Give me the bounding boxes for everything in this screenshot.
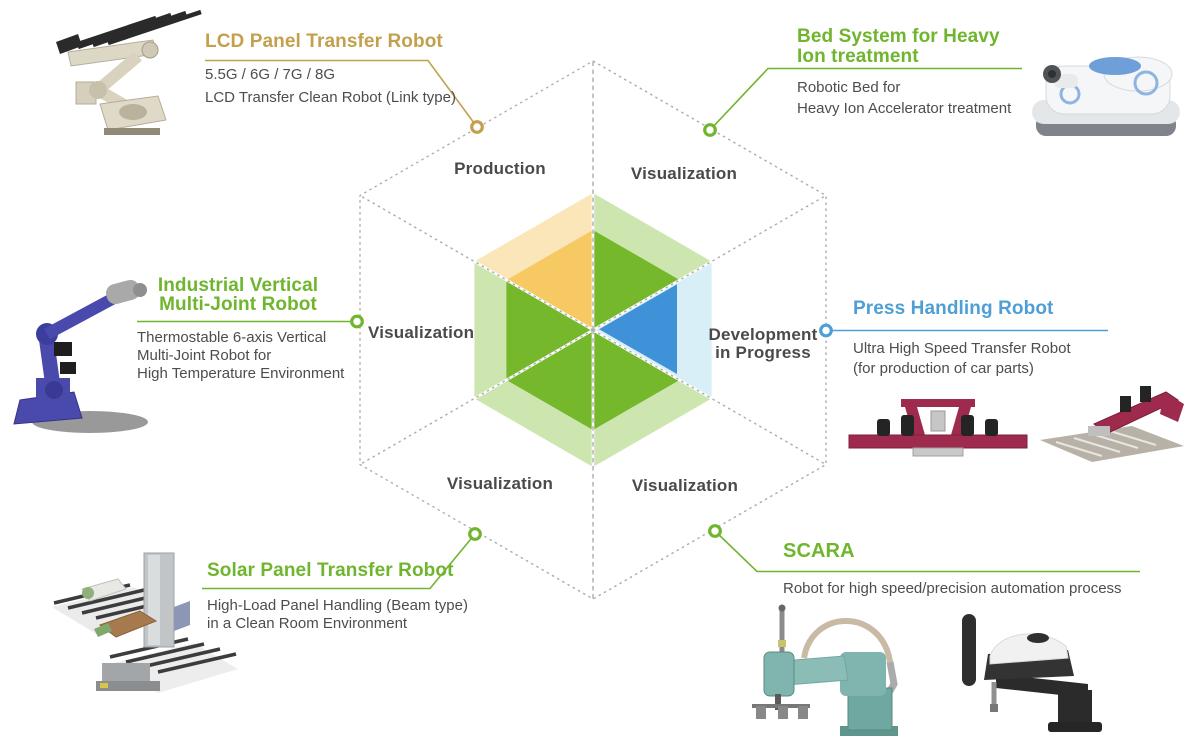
industrial-description-line3: High Temperature Environment	[137, 365, 345, 382]
press-robot-left-image	[848, 399, 1028, 457]
industrial-robot-image	[13, 279, 148, 433]
dashed-hexagon-outline	[359, 60, 827, 600]
bed-description-line2: Heavy Ion Accelerator treatment	[797, 100, 1012, 117]
sector-label-visualization-left: Visualization	[368, 323, 475, 342]
solar-robot-image	[52, 552, 238, 693]
lcd-description-line2: LCD Transfer Clean Robot (Link type)	[205, 89, 456, 106]
scara-title: SCARA	[783, 540, 855, 562]
dashed-rays	[359, 61, 827, 599]
industrial-description-line2: Multi-Joint Robot for	[137, 347, 272, 364]
press-description-line1: Ultra High Speed Transfer Robot	[853, 340, 1071, 357]
lcd-description-line1: 5.5G / 6G / 7G / 8G	[205, 66, 336, 83]
press-description: Ultra High Speed Transfer Robot (for pro…	[853, 339, 1071, 379]
callout-markers	[350, 120, 833, 541]
solar-marker-circle	[468, 527, 482, 541]
solar-callout-line	[202, 533, 476, 590]
press-robot-right-image	[1040, 386, 1184, 462]
bed-callout-line	[709, 67, 1022, 131]
solar-title: Solar Panel Transfer Robot	[207, 560, 454, 581]
industrial-title-line1: Industrial Vertical	[157, 275, 319, 296]
bed-description-line1: Robotic Bed for	[797, 79, 901, 96]
industrial-title: Industrial Vertical Multi-Joint Robot	[128, 276, 348, 314]
solar-description-line2: in a Clean Room Environment	[207, 615, 408, 632]
sector-label-visualization-bottom-right: Visualization	[631, 476, 739, 495]
press-title: Press Handling Robot	[853, 298, 1054, 319]
industrial-description-line1: Thermostable 6-axis Vertical	[137, 329, 327, 346]
solar-description-line1: High-Load Panel Handling (Beam type)	[207, 597, 468, 614]
scara-description: Robot for high speed/precision automatio…	[783, 580, 1122, 597]
lcd-marker-circle	[470, 120, 484, 134]
bed-title-line1: Bed System for Heavy	[797, 26, 1000, 47]
bed-title-line2: Ion treatment	[797, 46, 919, 67]
industrial-description: Thermostable 6-axis Vertical Multi-Joint…	[137, 329, 344, 383]
scara-callout-line	[714, 530, 1140, 573]
callout-lines	[137, 59, 1140, 590]
press-marker-circle	[819, 323, 833, 338]
bed-description: Robotic Bed for Heavy Ion Accelerator tr…	[797, 77, 1011, 119]
lcd-callout-line	[205, 59, 478, 128]
lcd-description: 5.5G / 6G / 7G / 8G LCD Transfer Clean R…	[205, 63, 456, 109]
bed-robot-image	[1032, 56, 1180, 136]
bed-title: Bed System for Heavy Ion treatment	[797, 27, 1000, 67]
sector-label-visualization-top-right: Visualization	[630, 164, 738, 183]
bed-marker-circle	[703, 123, 717, 137]
sector-label-development-line2: in Progress	[715, 342, 811, 362]
sector-label-production: Production	[454, 159, 546, 178]
press-description-line2: (for production of car parts)	[853, 360, 1034, 377]
sector-label-development: Development in Progress	[700, 326, 826, 361]
scara-marker-circle	[708, 524, 722, 538]
lcd-title: LCD Panel Transfer Robot	[205, 31, 443, 52]
industrial-marker-circle	[350, 314, 364, 329]
scara-robot-left-image	[752, 604, 898, 736]
solar-description: High-Load Panel Handling (Beam type) in …	[207, 597, 468, 633]
scara-robot-right-image	[962, 614, 1102, 732]
hexagon-dark-sectors	[506, 230, 680, 430]
sector-label-visualization-bottom-left: Visualization	[446, 474, 554, 493]
sector-label-development-line1: Development	[708, 325, 818, 344]
industrial-title-line2: Multi-Joint Robot	[159, 294, 317, 315]
lcd-robot-image	[56, 9, 202, 135]
